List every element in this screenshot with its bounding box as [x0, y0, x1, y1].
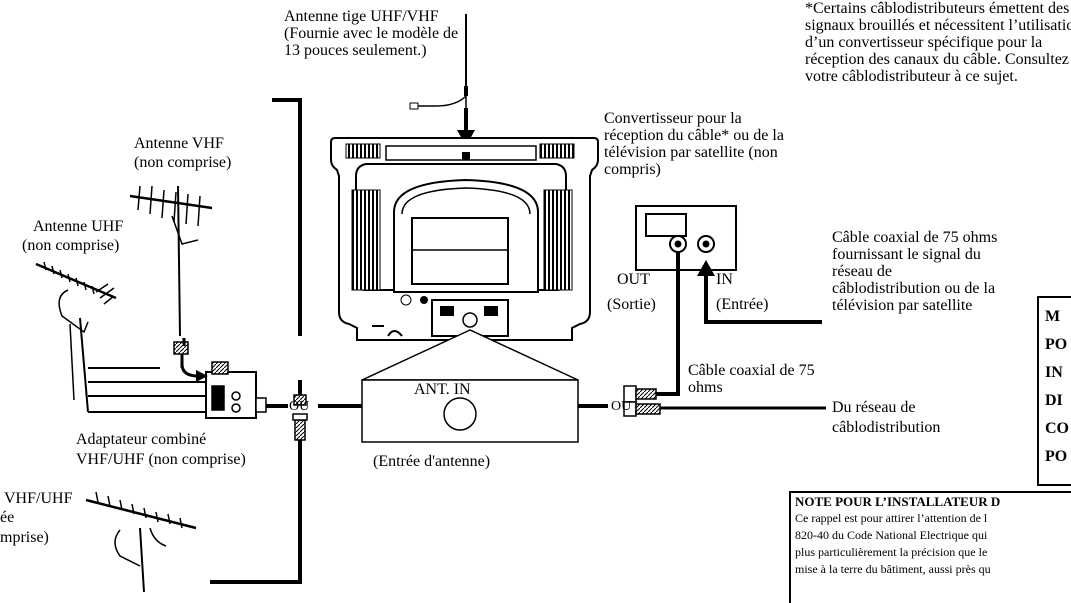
coax-plug-icon [292, 394, 308, 441]
warning-line: DI [1045, 392, 1063, 409]
scramble-note: *Certains câblodistributeurs émettent de… [805, 0, 1071, 85]
vhf-antenna-label-line1: Antenne VHF [134, 135, 224, 152]
warning-line: PO [1045, 336, 1068, 353]
combo-antenna-label-line3: mprise) [0, 529, 49, 546]
ant-in-label: ANT. IN [414, 381, 471, 398]
warning-line: M [1045, 308, 1061, 325]
cable-network-label-line2: câblodistribution [832, 419, 941, 436]
uhf-antenna-label-line1: Antenne UHF [33, 218, 124, 235]
in-entree-label: (Entrée) [716, 296, 769, 313]
out-label: OUT [617, 271, 650, 288]
combo-antenna-icon [85, 491, 197, 592]
uhf-antenna-icon [35, 261, 117, 413]
warning-box: M PO IN DI CO PO [1037, 296, 1071, 486]
installer-note-box: NOTE POUR L’INSTALLATEUR D Ce rappel est… [789, 491, 1071, 603]
installer-note-line: mise à la terre du bâtiment, aussi près … [795, 562, 991, 576]
coax-75-label: Câble coaxial de 75 ohms [688, 362, 815, 396]
cables [180, 98, 826, 584]
out-sortie-label: (Sortie) [607, 296, 656, 313]
combo-antenna-label-line2: ée [0, 509, 15, 526]
warning-line: CO [1045, 420, 1069, 437]
combiner-adapter-icon [88, 341, 267, 419]
uhf-antenna-label-line2: (non comprise) [22, 237, 120, 254]
warning-line: IN [1045, 364, 1063, 381]
vhf-antenna-icon [129, 185, 213, 346]
vhf-antenna-label-line2: (non comprise) [134, 154, 232, 171]
ou-left-label: OU [289, 399, 310, 414]
installer-note-line: 820-40 du Code National Electrique qui [795, 528, 988, 542]
up-arrow-icon [697, 260, 715, 276]
in-label: IN [716, 271, 733, 288]
television-rear-icon [330, 137, 599, 341]
coax-feed-label: Câble coaxial de 75 ohms fournissant le … [832, 229, 998, 314]
ant-in-caption: (Entrée d'antenne) [373, 453, 491, 470]
coax-connector-icon [623, 385, 661, 417]
installer-note-line: Ce rappel est pour attirer l’attention d… [795, 511, 988, 525]
converter-box-icon [635, 205, 737, 271]
rod-antenna-icon [409, 14, 468, 110]
warning-line: PO [1045, 448, 1068, 465]
installer-note-title: NOTE POUR L’INSTALLATEUR D [795, 494, 1001, 509]
curved-arrow-icon [180, 363, 208, 382]
adapter-label-line2: VHF/UHF (non comprise) [76, 451, 246, 468]
installer-note-line: plus particulièrement la précision que l… [795, 545, 988, 559]
adapter-label-line1: Adaptateur combiné [76, 431, 207, 448]
ou-right-label: OU [611, 399, 632, 414]
converter-label: Convertisseur pour la réception du câble… [604, 110, 784, 178]
cable-network-label-line1: Du réseau de [832, 399, 916, 416]
combo-antenna-label-line1: VHF/UHF [4, 490, 73, 507]
rod-antenna-label: Antenne tige UHF/VHF (Fournie avec le mo… [284, 8, 459, 59]
ant-in-callout [361, 329, 579, 443]
